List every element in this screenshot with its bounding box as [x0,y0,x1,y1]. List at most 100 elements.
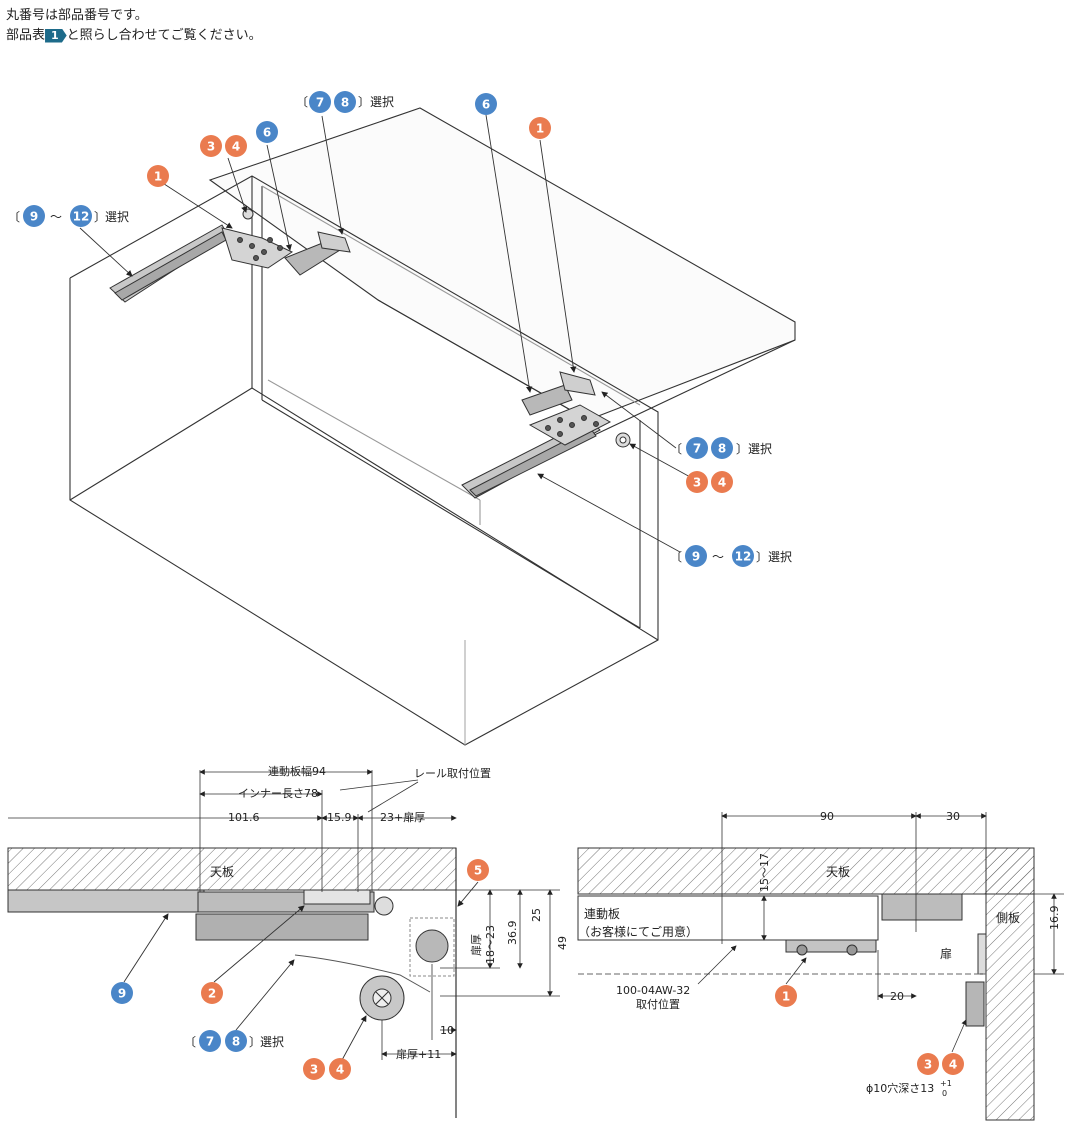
header-line1: 丸番号は部品番号です。 [6,8,148,23]
dim-36-9: 36.9 [506,921,519,946]
svg-text:3: 3 [924,1058,932,1072]
dim-15-9: 15.9 [327,811,352,824]
link-plate-label: 連動板 [584,907,620,921]
side-board-label: 側板 [996,911,1020,925]
svg-text:1: 1 [154,170,162,184]
svg-text:12: 12 [735,550,752,564]
part-number-circle: 7 [309,91,331,113]
part-number-circle: 4 [225,135,247,157]
part-code: 100-04AW-32 [616,984,690,997]
part-number-circle: 8 [711,437,733,459]
bracket-open: 〔 [8,210,20,224]
isometric-cabinet [69,107,796,746]
bracket-close: 〕 [736,442,748,456]
dim-49: 49 [556,936,569,950]
svg-text:8: 8 [341,96,349,110]
range-sep: 〜 [712,550,724,564]
svg-text:3: 3 [693,476,701,490]
part-number-circle: 12 [70,205,92,227]
parts-list-tag: 1 [45,28,67,43]
dim-20: 20 [890,990,904,1003]
part-number-circle: 6 [256,121,278,143]
svg-text:9: 9 [30,210,38,224]
bracket-open: 〔 [670,550,682,564]
part-number-circle: 9 [685,545,707,567]
dim-23-door: 23+扉厚 [380,811,425,824]
dim-15-17: 15〜17 [758,853,771,892]
part-number-circle: 4 [711,471,733,493]
svg-text:12: 12 [73,210,90,224]
dim-10: 10 [440,1024,454,1037]
part-number-circle: 1 [529,117,551,139]
part-number-circle: 3 [917,1053,939,1075]
svg-text:7: 7 [316,96,324,110]
top-leader-lines [79,114,693,553]
right-section-view: 天板 側板 扉 連動板 （お客様にてご用意） 100-04AW-32 取付位置 … [577,810,1064,1121]
part-number-circle: 5 [467,859,489,881]
select-label: 選択 [768,550,792,564]
svg-text:1: 1 [536,122,544,136]
dim-door-range: 18〜23 [484,925,497,964]
part-number-circle: 6 [475,93,497,115]
bracket-close: 〕 [94,210,106,224]
svg-text:3: 3 [207,140,215,154]
part-number-circle: 7 [199,1030,221,1052]
part-number-circle: 1 [147,165,169,187]
bracket-close: 〕 [756,550,768,564]
svg-text:2: 2 [208,987,216,1001]
svg-text:4: 4 [232,140,240,154]
svg-text:4: 4 [718,476,726,490]
part-number-circle: 7 [686,437,708,459]
top-board-label: 天板 [826,865,850,879]
top-part-numbers: 3 4 6 1 〔 7 8 〕 選択 〔 9 〜 12 〕 選択 6 1 〔 7… [8,91,792,567]
part-number-circle: 9 [23,205,45,227]
part-number-circle: 9 [111,982,133,1004]
dim-101-6: 101.6 [228,811,260,824]
bracket-close: 〕 [358,95,370,109]
svg-text:5: 5 [474,864,482,878]
part-number-circle: 12 [732,545,754,567]
dim-door-plus-11: 扉厚+11 [396,1048,441,1061]
svg-text:4: 4 [949,1058,957,1072]
mount-position: 取付位置 [636,997,680,1011]
part-number-circle: 4 [329,1058,351,1080]
bracket-open: 〔 [184,1035,196,1049]
svg-text:7: 7 [693,442,701,456]
dim-25: 25 [530,908,543,922]
svg-text:1: 1 [782,990,790,1004]
svg-text:6: 6 [263,126,271,140]
part-number-circle: 8 [334,91,356,113]
part-number-circle: 2 [201,982,223,1004]
dim-inner-length: インナー長さ78 [238,787,318,800]
dim-30: 30 [946,810,960,823]
header-line2-post: と照らし合わせてご覧ください。 [66,28,262,43]
hole-tol-zero: 0 [942,1089,947,1098]
hole-tol-plus: +1 [940,1079,952,1088]
top-board-label: 天板 [210,865,234,879]
part-number-circle: 3 [686,471,708,493]
part-number-circle: 3 [303,1058,325,1080]
hole-note: ϕ10穴深さ13 [866,1081,934,1095]
left-rail-assembly [109,208,351,303]
bracket-close: 〕 [249,1035,261,1049]
range-sep: 〜 [50,210,62,224]
right-rail-assembly [461,371,631,499]
svg-text:9: 9 [692,550,700,564]
dim-door-thickness: 扉厚 [470,934,483,956]
svg-text:9: 9 [118,987,126,1001]
door-label: 扉 [940,947,952,961]
part-number-circle: 4 [942,1053,964,1075]
dim-16-9: 16.9 [1048,906,1061,931]
left-section-view: 天板 連動板幅94 インナー長さ78 レール取付位 [7,764,569,1118]
select-label: 選択 [370,95,394,109]
svg-text:8: 8 [718,442,726,456]
dim-90: 90 [820,810,834,823]
part-number-circle: 8 [225,1030,247,1052]
dim-link-plate-width: 連動板幅94 [268,764,326,778]
svg-text:8: 8 [232,1035,240,1049]
select-label: 選択 [105,210,129,224]
svg-text:7: 7 [206,1035,214,1049]
